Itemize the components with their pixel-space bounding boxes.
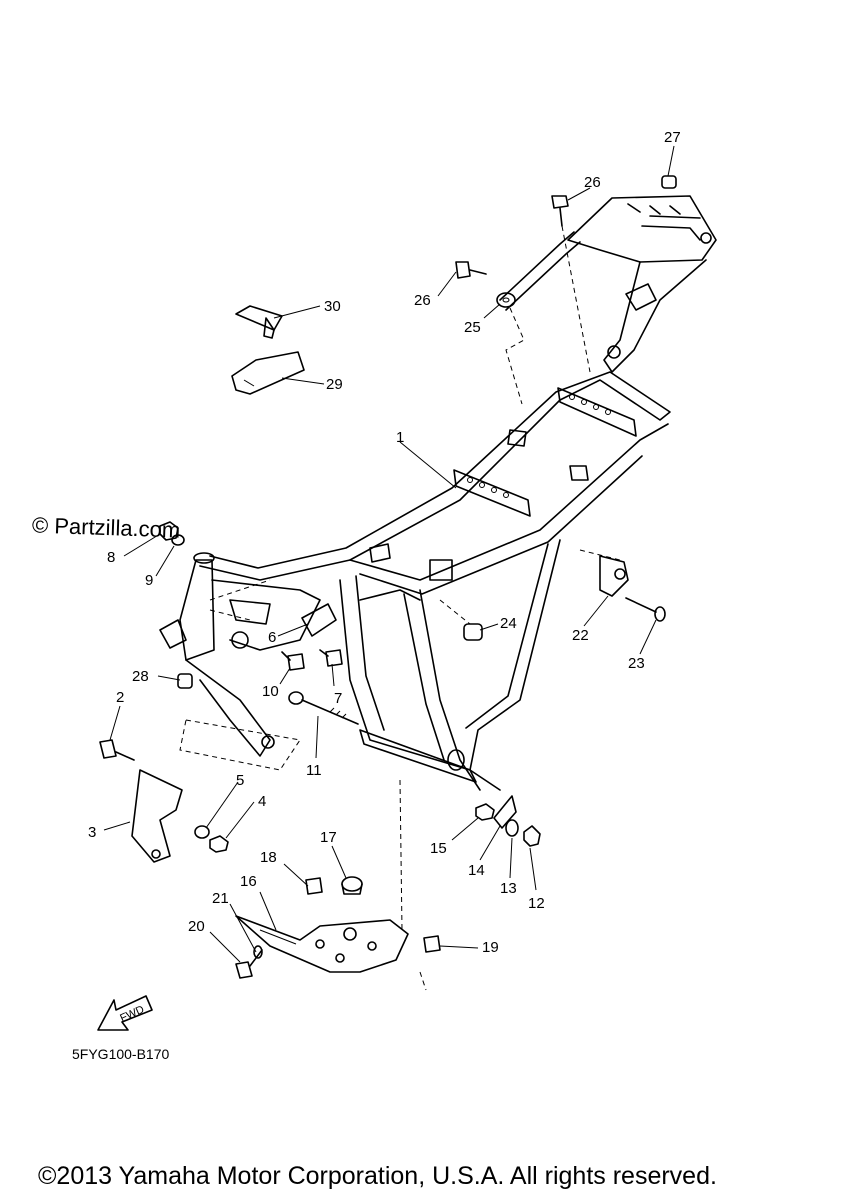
callout-9: 9 <box>145 572 153 589</box>
callout-22: 22 <box>572 627 589 644</box>
callout-21: 21 <box>212 890 229 907</box>
callout-5: 5 <box>236 772 244 789</box>
bolt-11 <box>288 691 359 725</box>
callout-28: 28 <box>132 668 149 685</box>
steering-head <box>159 552 321 757</box>
bolt-20 <box>235 949 263 979</box>
bolt-7 <box>319 649 343 667</box>
washer-13 <box>505 819 519 837</box>
callout-1: 1 <box>396 429 404 446</box>
bolt-23 <box>625 597 666 622</box>
part-29-cover <box>231 351 305 395</box>
leader-lines <box>103 145 675 963</box>
bracket-14 <box>493 795 517 829</box>
callout-17: 17 <box>320 829 337 846</box>
bracket-22 <box>599 555 629 597</box>
callout-19: 19 <box>482 939 499 956</box>
callout-27: 27 <box>664 129 681 146</box>
part-28 <box>177 673 193 689</box>
callout-20: 20 <box>188 918 205 935</box>
part-30-clip <box>235 305 283 339</box>
bolt-26-upper <box>551 195 569 227</box>
callout-3: 3 <box>88 824 96 841</box>
rear-subframe <box>499 175 717 373</box>
nut-15 <box>475 803 495 821</box>
callout-25: 25 <box>464 319 481 336</box>
nut-12 <box>523 825 541 847</box>
grommet-17 <box>341 876 363 895</box>
fwd-arrow-icon: FWD <box>97 995 153 1031</box>
callout-2: 2 <box>116 689 124 706</box>
washer-9 <box>171 534 185 546</box>
callout-7: 7 <box>334 690 342 707</box>
bolt-18 <box>305 877 323 895</box>
bolt-19 <box>423 935 441 953</box>
callout-14: 14 <box>468 862 485 879</box>
main-frame-1 <box>199 371 671 791</box>
callout-8: 8 <box>107 549 115 566</box>
callout-26-left: 26 <box>414 292 431 309</box>
callout-13: 13 <box>500 880 517 897</box>
bracket-3 <box>131 769 183 863</box>
copyright-notice: ©2013 Yamaha Motor Corporation, U.S.A. A… <box>38 1162 717 1190</box>
callout-30: 30 <box>324 298 341 315</box>
callout-4: 4 <box>258 793 266 810</box>
callout-15: 15 <box>430 840 447 857</box>
callout-26-upper: 26 <box>584 174 601 191</box>
callout-11: 11 <box>306 762 322 779</box>
callout-10: 10 <box>262 683 279 700</box>
bracket-6 <box>301 603 337 637</box>
callout-12: 12 <box>528 895 545 912</box>
diagram-code: 5FYG100-B170 <box>72 1046 170 1062</box>
callout-18: 18 <box>260 849 277 866</box>
callout-16: 16 <box>240 873 257 890</box>
callout-6: 6 <box>268 629 276 646</box>
bolt-2 <box>99 739 135 761</box>
callout-29: 29 <box>326 376 343 393</box>
callout-24: 24 <box>500 615 517 632</box>
bushing-25 <box>496 292 516 308</box>
watermark: © Partzilla.com <box>31 512 181 543</box>
callout-23: 23 <box>628 655 645 672</box>
nut-4 <box>209 835 229 853</box>
callout-labels: 1 2 3 4 5 6 7 8 9 10 11 12 13 14 15 16 1… <box>88 129 681 956</box>
washer-5 <box>194 825 210 839</box>
bolt-26-left <box>455 261 487 279</box>
washer-21 <box>253 945 263 959</box>
skid-plate-16 <box>235 915 409 973</box>
bolt-10 <box>281 651 305 671</box>
